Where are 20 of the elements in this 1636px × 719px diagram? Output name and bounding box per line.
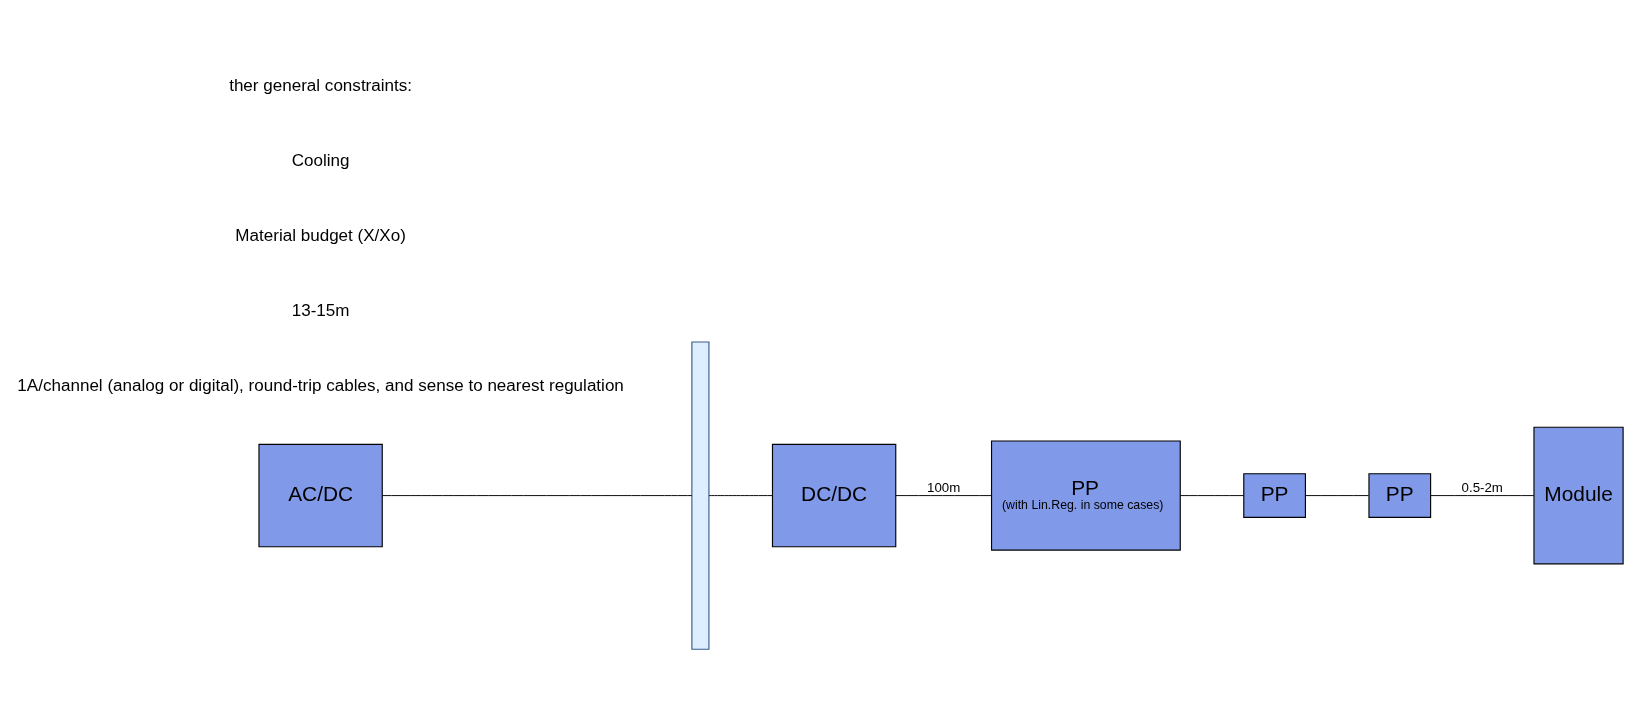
label: ther general constraints: <box>229 76 413 96</box>
node-box: PP (with Lin.Reg. in some cases) <box>990 440 1181 551</box>
node-box: PP <box>1243 473 1306 518</box>
label: Material budget (X/Xo) <box>235 225 406 245</box>
node-bar <box>691 341 710 650</box>
connector <box>1430 495 1535 497</box>
label: 13-15m <box>291 300 350 320</box>
edge-label: 0.5-2m <box>1461 479 1503 495</box>
connector <box>381 495 693 497</box>
node-box: DC/DC <box>771 443 897 548</box>
label: Cooling <box>291 150 350 170</box>
connector <box>895 495 992 497</box>
node-box: PP <box>1368 473 1432 518</box>
label: 1A/channel (analog or digital), round-trip cables, and sense to nearest regulation <box>17 375 624 395</box>
connector <box>1180 495 1245 497</box>
node-box: Module <box>1533 426 1624 565</box>
connector <box>1305 495 1370 497</box>
node-box: AC/DC <box>258 443 383 548</box>
connector <box>708 495 773 497</box>
edge-label: 100m <box>927 479 961 495</box>
